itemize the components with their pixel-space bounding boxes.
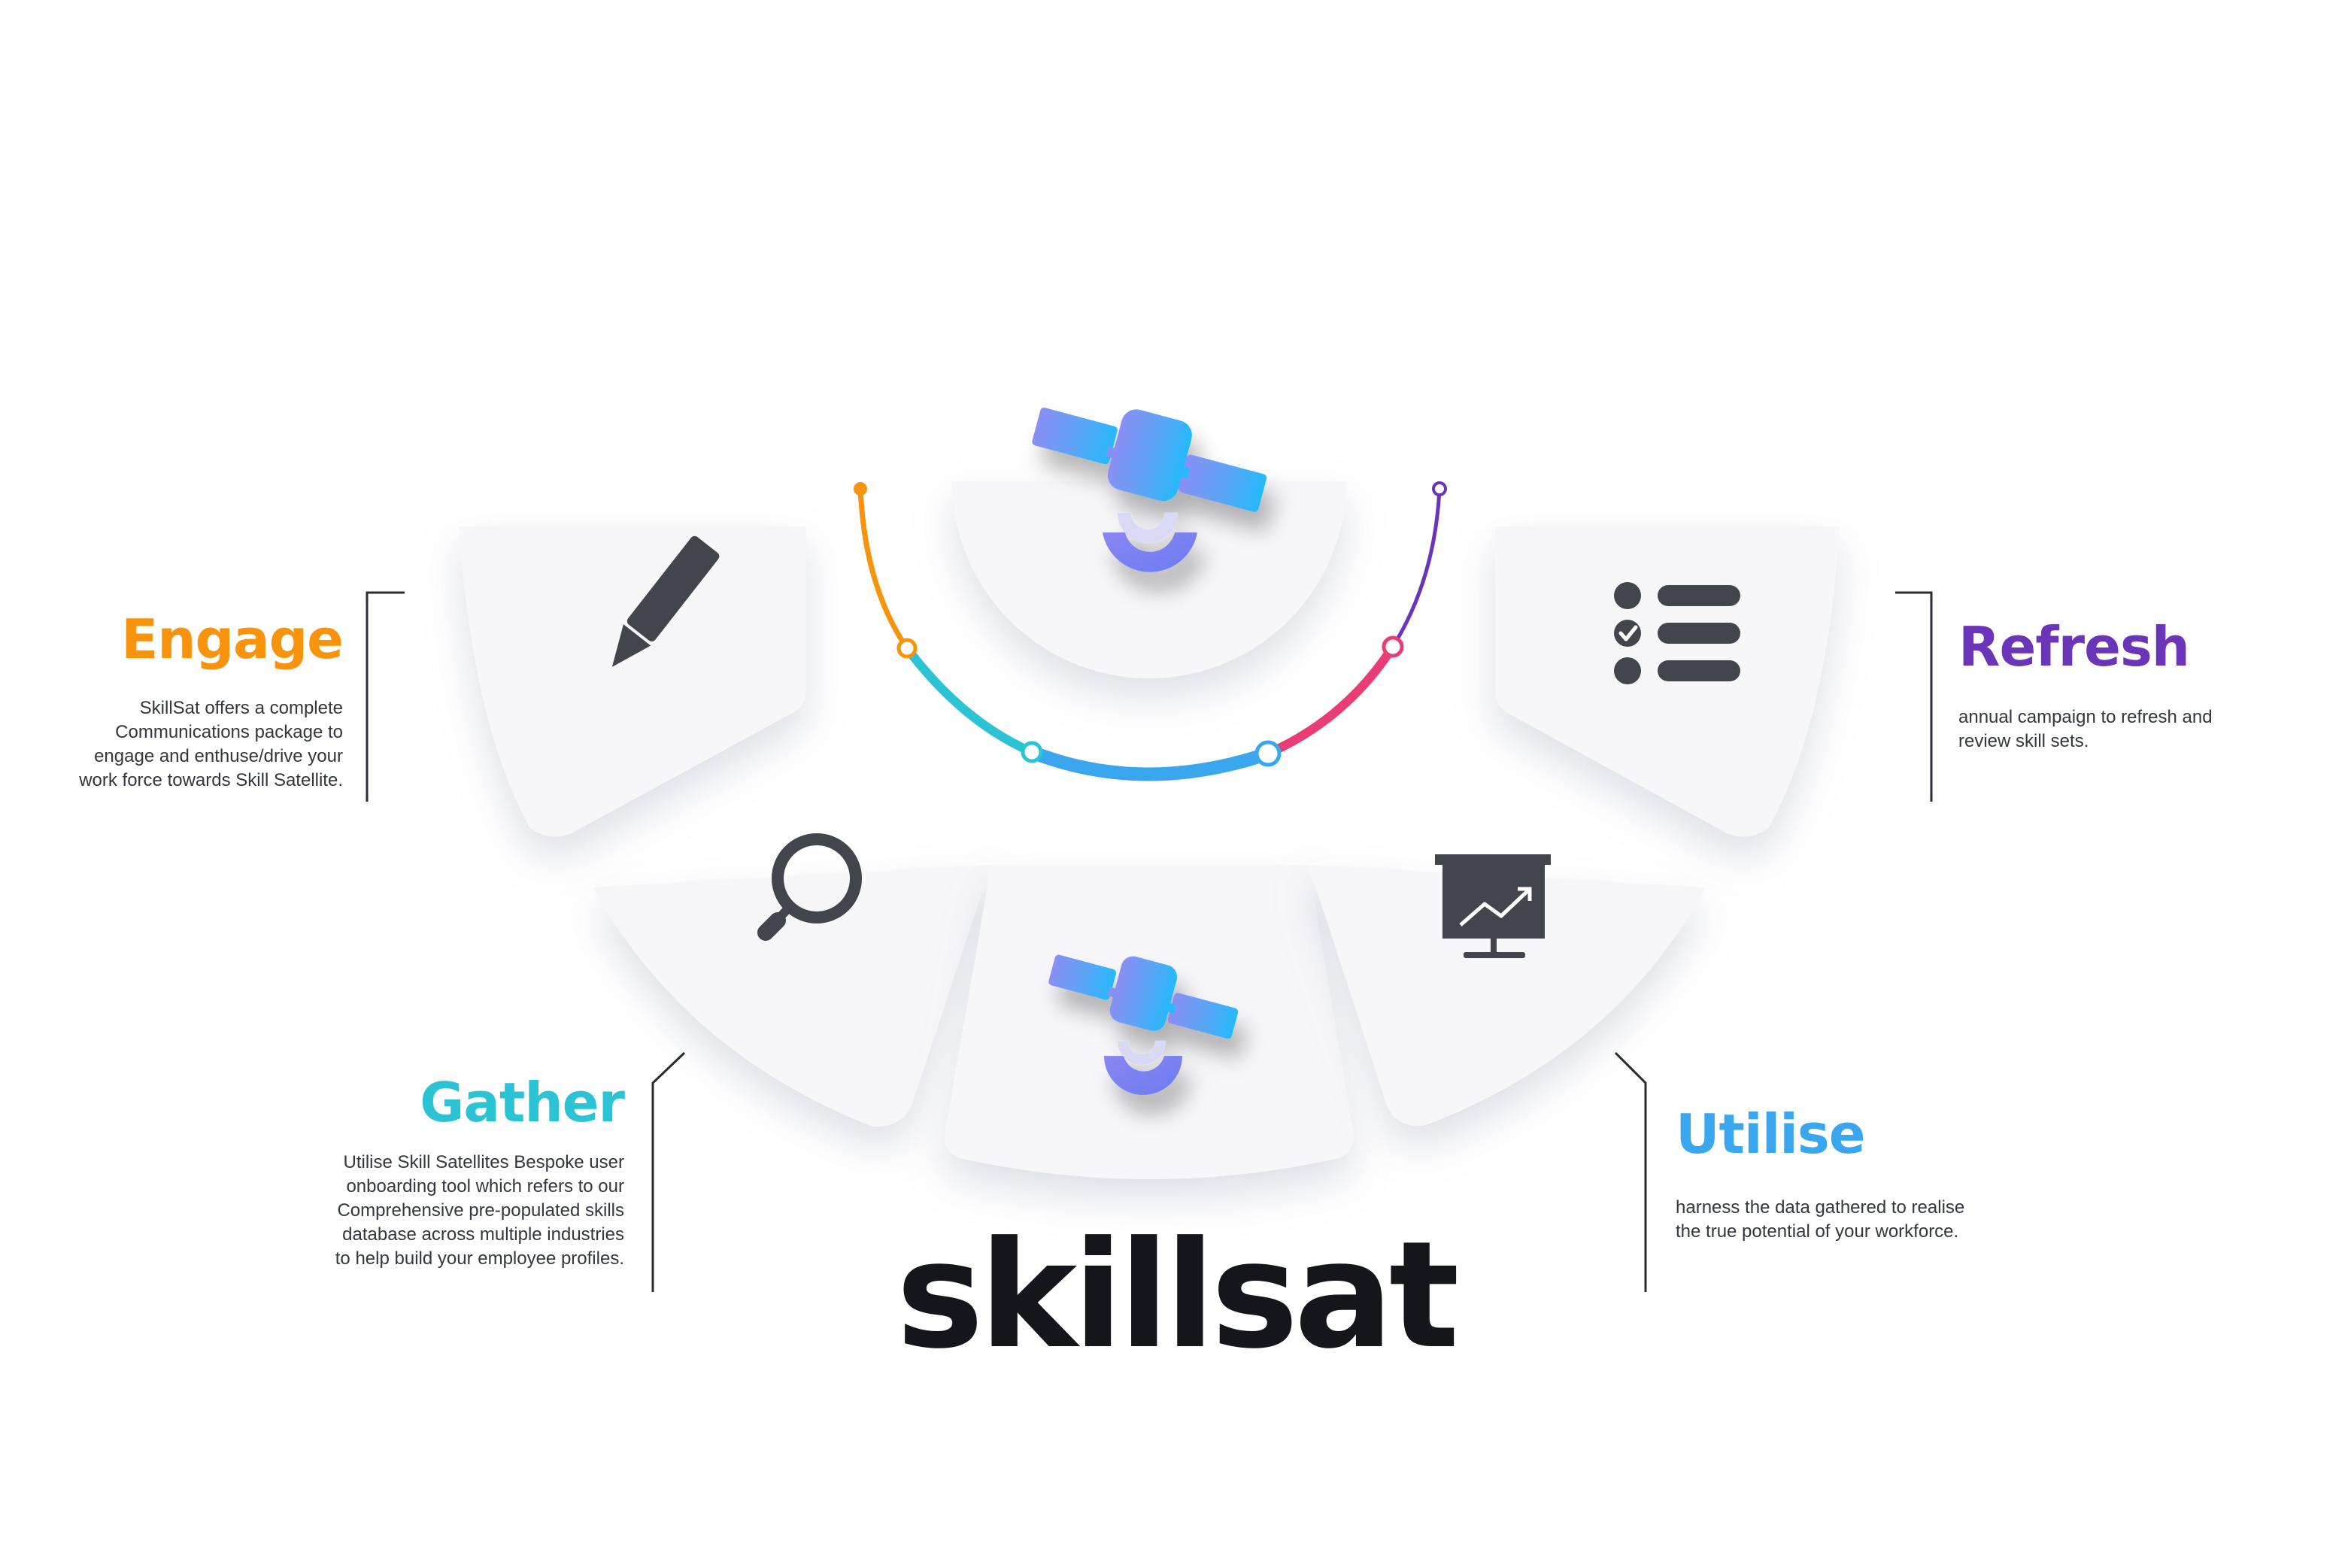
panel-center-top [952, 481, 1346, 678]
utilise-description-line: harness the data gathered to realise [1676, 1197, 1965, 1218]
gather-description-line: Comprehensive pre-populated skills [337, 1200, 624, 1221]
checklist-icon [1614, 582, 1740, 684]
utilise-description-line: the true potential of your workforce. [1676, 1221, 1959, 1242]
refresh-title: Refresh [1958, 615, 2190, 678]
gather-description-line: onboarding tool which refers to our [346, 1176, 624, 1196]
arc-node-start [854, 482, 867, 496]
presentation-chart-icon [1435, 854, 1551, 958]
gather-description-line: Utilise Skill Satellites Bespoke user [343, 1152, 625, 1172]
arc-segment-refresh [1263, 642, 1397, 758]
bracket-utilise [1614, 1051, 1647, 1292]
satellite-icon [1032, 407, 1267, 572]
magnifier-icon [757, 833, 862, 941]
arc-node-gather [1021, 741, 1043, 763]
panel-engage [459, 526, 806, 837]
arc-segment-engage [857, 486, 910, 651]
engage-title: Engage [121, 608, 344, 671]
arc-node-engage [896, 638, 918, 659]
arc-segment-gather [902, 644, 1036, 757]
gather-description-line: database across multiple industries [342, 1224, 624, 1245]
refresh-description-line: review skill sets. [1958, 731, 2089, 751]
pencil-icon [611, 535, 720, 667]
refresh-description: annual campaign to refresh and review ski… [1958, 705, 2213, 754]
arc-node-utilise [1254, 740, 1282, 767]
utilise-title: Utilise [1676, 1102, 1866, 1166]
gather-description: Utilise Skill Satellites Bespoke user onb… [335, 1151, 624, 1271]
utilise-description: harness the data gathered to realise the … [1676, 1196, 1964, 1244]
bracket-gather [651, 1051, 686, 1292]
panel-refresh [1495, 526, 1840, 837]
satellite-icon [1048, 954, 1239, 1095]
gather-title: Gather [420, 1071, 625, 1134]
arc-node-end [1432, 481, 1447, 496]
engage-description-line: Communications package to [115, 722, 343, 742]
bracket-engage [366, 591, 405, 802]
refresh-description-line: annual campaign to refresh and [1958, 707, 2213, 727]
gather-description-line: to help build your employee profiles. [335, 1248, 624, 1269]
arc-node-refresh [1382, 635, 1404, 658]
panel-utilise [1309, 865, 1706, 1126]
progress-arc [854, 481, 1447, 781]
panel-gather [593, 865, 991, 1127]
arc-segment-utilise [1025, 745, 1275, 781]
engage-description-line: SkillSat offers a complete [139, 698, 343, 718]
brand-wordmark: skillsat [896, 1210, 1459, 1381]
engage-description-line: work force towards Skill Satellite. [79, 770, 343, 790]
engage-description-line: engage and enthuse/drive your [94, 746, 343, 766]
arc-segment-end [1391, 487, 1442, 649]
bracket-refresh [1895, 591, 1933, 802]
